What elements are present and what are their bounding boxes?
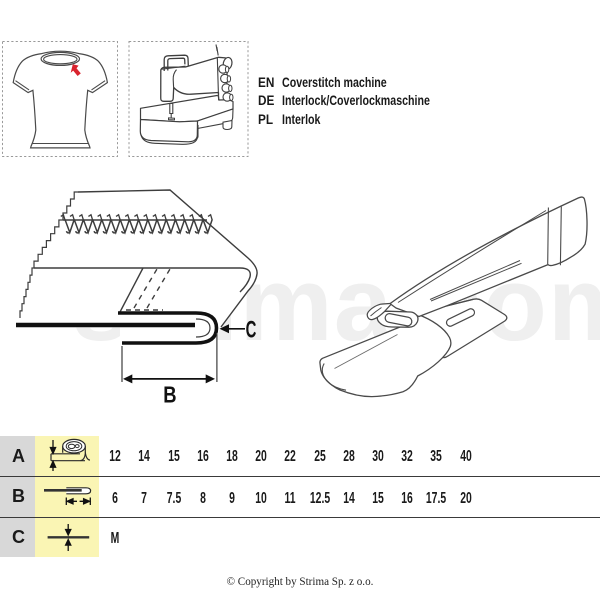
svg-text:B: B — [163, 383, 176, 408]
svg-text:C: C — [246, 317, 257, 343]
